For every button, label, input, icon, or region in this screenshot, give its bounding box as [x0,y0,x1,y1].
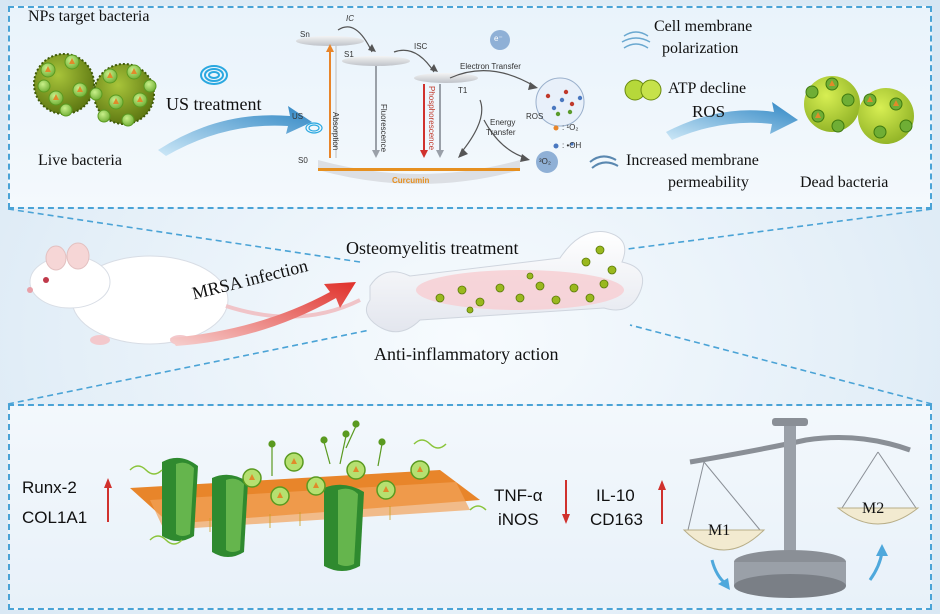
col1a1-label: COL1A1 [22,508,88,527]
us-treatment-arrow [158,106,312,156]
permeability-label-1: Increased membrane [626,152,759,169]
atp-icon [624,79,662,101]
cell-membrane-illustration [129,420,487,571]
nps-target-label: NPs target bacteria [28,8,150,25]
m1-label: M1 [708,522,731,539]
ros-label: ROS [692,102,726,121]
cd163-label: CD163 [590,510,643,529]
m2-label: M2 [862,500,885,517]
osteomyelitis-label: Osteomyelitis treatment [346,238,519,258]
ros-small-label: ROS [526,112,544,121]
membrane-permeability-icon [589,155,619,169]
energy-transfer-label-1: Energy [490,118,516,127]
t1-label: T1 [458,86,468,95]
membrane-proteins [162,457,364,571]
electron-transfer-label: Electron Transfer [460,62,521,71]
il10-label: IL-10 [596,486,635,505]
cell-membrane-label-1: Cell membrane [654,18,753,35]
permeability-label-2: permeability [668,174,749,191]
triplet-oxygen-label: ³O₂ [539,157,551,166]
ic-label: IC [346,14,354,23]
balance-scale [682,418,920,598]
dead-bacteria-label: Dead bacteria [800,174,889,191]
ros-arrow [666,102,798,140]
jablonski-diagram [296,26,585,184]
runx2-label: Runx-2 [22,478,77,497]
cell-membrane-label-2: polarization [662,40,739,57]
us-treatment-label: US treatment [166,94,262,114]
nanoparticle-cores [45,58,143,104]
tnfa-down-arrow [562,480,570,524]
bone-illustration [365,231,644,333]
ultrasound-wave-icon [200,65,228,85]
live-bacteria-label: Live bacteria [38,152,122,169]
singlet-oxygen-label: : ¹O₂ [562,123,579,132]
il10-up-arrow [658,480,666,524]
curcumin-label: Curcumin [392,176,430,185]
s0-label: S0 [298,156,308,165]
tnfa-label: TNF-α [494,486,543,505]
sn-label: Sn [300,30,310,39]
s1-label: S1 [344,50,354,59]
isc-label: ISC [414,42,428,51]
electron-label: e⁻ [494,34,503,43]
us-small-label: US [292,112,304,121]
energy-transfer-label-2: Transfer [486,128,516,137]
membrane-polarization-icon [621,31,651,49]
hydroxyl-label: : •OH [562,141,582,150]
m2-up-arrow [868,544,888,581]
m1-down-arrow [710,559,730,590]
mrsa-arrow [170,282,356,346]
atp-decline-label: ATP decline [668,80,747,97]
runx2-up-arrow [104,478,112,522]
dead-bacteria-cluster [804,76,914,144]
anti-inflammatory-label: Anti-inflammatory action [374,344,559,364]
inos-label: iNOS [498,510,539,529]
